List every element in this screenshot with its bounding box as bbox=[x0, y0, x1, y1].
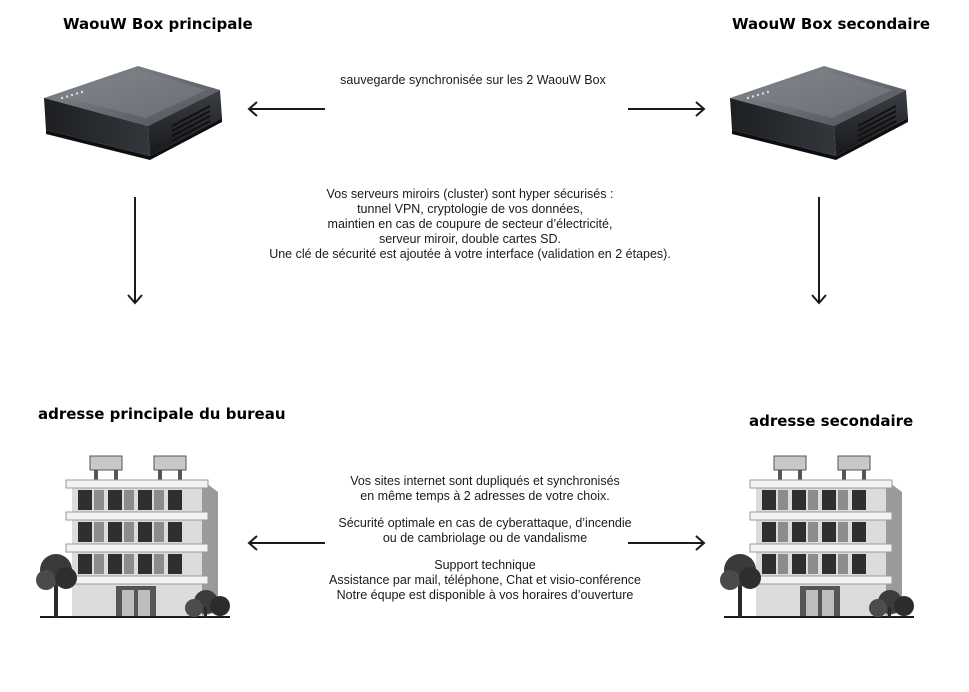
arrow-left-icon bbox=[245, 534, 327, 552]
note-line: Sécurité optimale en cas de cyberattaque… bbox=[338, 516, 632, 530]
office-building-icon bbox=[34, 452, 234, 622]
secondary-address-title: adresse secondaire bbox=[749, 412, 914, 430]
note-line: Notre équpe est disponible à vos horaire… bbox=[336, 588, 634, 602]
sync-note: sauvegarde synchronisée sur les 2 WaouW … bbox=[318, 73, 628, 88]
router-box-icon bbox=[38, 60, 228, 160]
arrow-right-icon bbox=[626, 534, 708, 552]
primary-address-title: adresse principale du bureau bbox=[38, 405, 286, 423]
security-line: Vos serveurs miroirs (cluster) sont hype… bbox=[326, 187, 614, 201]
office-building-icon bbox=[718, 452, 918, 622]
note-line: Vos sites internet sont dupliqués et syn… bbox=[350, 474, 620, 488]
security-line: Une clé de sécurité est ajoutée à votre … bbox=[269, 247, 671, 261]
note-line: Support technique bbox=[434, 558, 536, 572]
note-line: ou de cambriolage ou de vandalisme bbox=[382, 531, 588, 545]
arrow-right-icon bbox=[626, 100, 708, 118]
note-line: en même temps à 2 adresses de votre choi… bbox=[360, 489, 610, 503]
secondary-box-title: WaouW Box secondaire bbox=[732, 15, 931, 33]
security-line: maintien en cas de coupure de secteur d’… bbox=[327, 217, 613, 231]
arrow-down-icon bbox=[125, 195, 145, 307]
arrow-left-icon bbox=[245, 100, 327, 118]
duplication-note: Vos sites internet sont dupliqués et syn… bbox=[300, 474, 670, 603]
security-line: tunnel VPN, cryptologie de vos données, bbox=[357, 202, 583, 216]
sync-note-text: sauvegarde synchronisée sur les 2 WaouW … bbox=[340, 73, 606, 87]
note-line: Assistance par mail, téléphone, Chat et … bbox=[329, 573, 641, 587]
security-note: Vos serveurs miroirs (cluster) sont hype… bbox=[260, 187, 680, 262]
security-line: serveur miroir, double cartes SD. bbox=[378, 232, 561, 246]
arrow-down-icon bbox=[809, 195, 829, 307]
router-box-icon bbox=[724, 60, 914, 160]
primary-box-title: WaouW Box principale bbox=[63, 15, 253, 33]
